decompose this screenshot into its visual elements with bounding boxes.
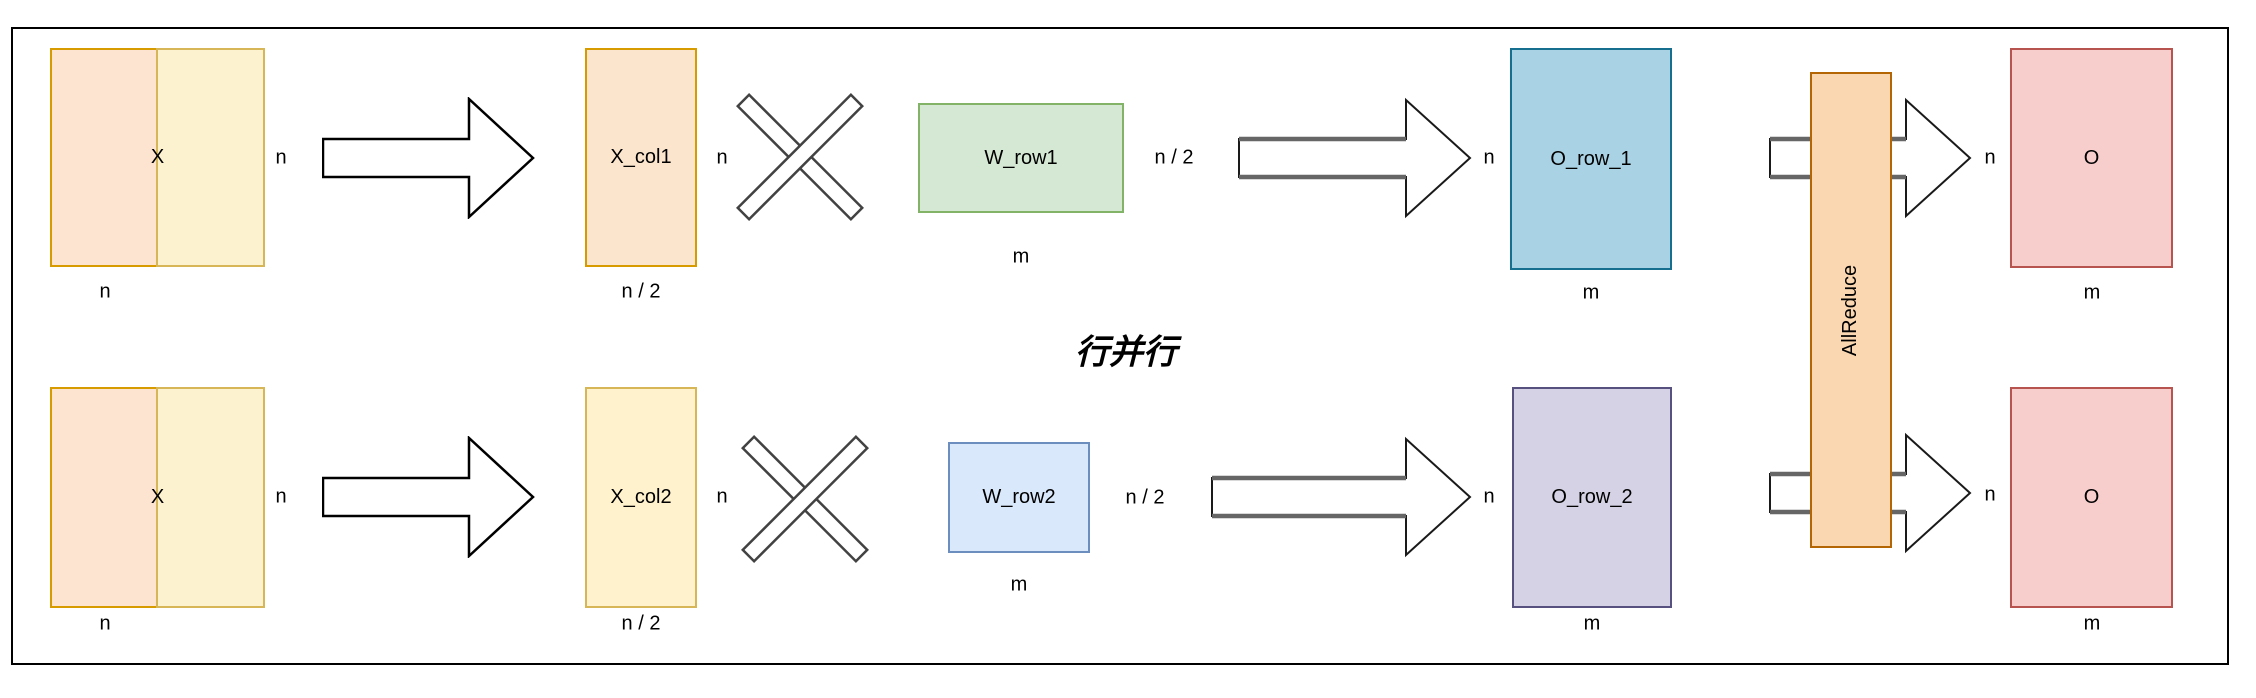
allreduce-block: AllReduce bbox=[1810, 72, 1892, 548]
dim-n-left-of-o-row2: n bbox=[1984, 483, 1996, 506]
matrix-x-row1: X bbox=[50, 48, 265, 267]
split-arrow-row1 bbox=[322, 97, 535, 219]
dim-m-below-orow2: m bbox=[1583, 612, 1601, 635]
allreduce-label: AllReduce bbox=[1839, 264, 1862, 356]
matrix-o-row1: O bbox=[2010, 48, 2173, 268]
matrix-xcol1: X_col1 bbox=[585, 48, 697, 267]
dim-nhalf-below-xcol2: n / 2 bbox=[621, 612, 661, 635]
matrix-x-row2: X bbox=[50, 387, 265, 608]
result-arrow-row2 bbox=[1211, 436, 1472, 558]
dim-n-right-of-xcol1: n bbox=[716, 146, 728, 169]
dim-n-left-of-orow2: n bbox=[1483, 485, 1495, 508]
matrix-orow1: O_row_1 bbox=[1510, 48, 1672, 270]
dim-m-below-wrow2: m bbox=[1010, 573, 1028, 596]
matrix-x-right-half bbox=[155, 48, 265, 267]
dim-nhalf-right-of-wrow1: n / 2 bbox=[1154, 146, 1194, 169]
matrix-wrow2: W_row2 bbox=[948, 442, 1090, 553]
dim-m-below-o-row1: m bbox=[2083, 281, 2101, 304]
matrix-x-left-half bbox=[50, 48, 158, 267]
matrix-o-row2: O bbox=[2010, 387, 2173, 608]
dim-n-below-x-row1: n bbox=[99, 280, 111, 303]
matrix-xcol1-label: X_col1 bbox=[610, 146, 672, 168]
multiply-icon-row1 bbox=[736, 93, 864, 221]
matrix-orow1-label: O_row_1 bbox=[1550, 147, 1632, 170]
dim-n-right-of-x-row1: n bbox=[275, 146, 287, 169]
dim-nhalf-below-xcol1: n / 2 bbox=[621, 280, 661, 303]
dim-n-left-of-o-row1: n bbox=[1984, 146, 1996, 169]
dim-m-below-wrow1: m bbox=[1012, 245, 1030, 268]
diagram-title: 行并行 bbox=[1075, 333, 1177, 372]
dim-m-below-orow1: m bbox=[1582, 281, 1600, 304]
matrix-xcol2-label: X_col2 bbox=[610, 486, 672, 508]
dim-n-right-of-x-row2: n bbox=[275, 485, 287, 508]
matrix-wrow2-label: W_row2 bbox=[982, 486, 1056, 508]
dim-n-below-x-row2: n bbox=[99, 612, 111, 635]
split-arrow-row2 bbox=[322, 436, 535, 558]
result-arrow-row1 bbox=[1238, 97, 1472, 219]
dim-n-right-of-xcol2: n bbox=[716, 485, 728, 508]
matrix-wrow1: W_row1 bbox=[918, 103, 1124, 213]
matrix-wrow1-label: W_row1 bbox=[984, 146, 1058, 169]
dim-nhalf-right-of-wrow2: n / 2 bbox=[1125, 486, 1165, 509]
multiply-icon-row2 bbox=[741, 435, 869, 563]
dim-m-below-o-row2: m bbox=[2083, 612, 2101, 635]
matrix-x-right-half bbox=[155, 387, 265, 608]
matrix-orow2: O_row_2 bbox=[1512, 387, 1672, 608]
matrix-orow2-label: O_row_2 bbox=[1551, 486, 1633, 508]
matrix-x-label: X bbox=[150, 146, 165, 168]
matrix-o-row1-label: O bbox=[2083, 146, 2100, 169]
matrix-xcol2: X_col2 bbox=[585, 387, 697, 608]
matrix-x-label: X bbox=[150, 486, 165, 508]
dim-n-left-of-orow1: n bbox=[1483, 146, 1495, 169]
matrix-o-row2-label: O bbox=[2083, 486, 2100, 508]
matrix-x-left-half bbox=[50, 387, 158, 608]
